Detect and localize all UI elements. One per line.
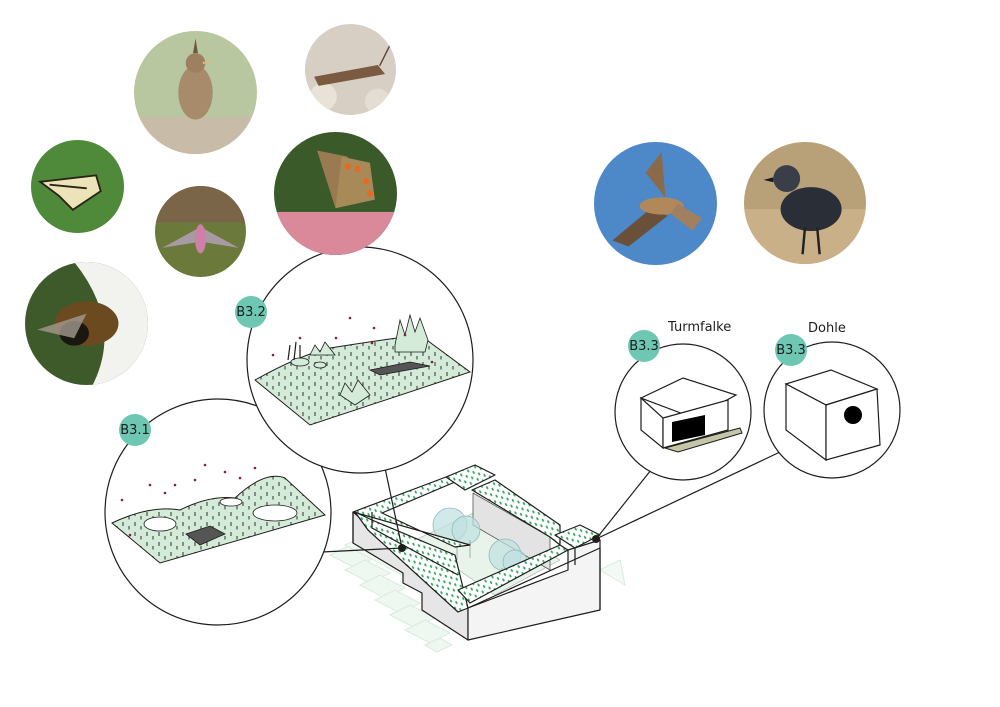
badge-b32: B3.2 xyxy=(235,296,267,328)
building-model xyxy=(352,464,601,641)
photo-crested-lark xyxy=(134,31,257,154)
photo-wild-bee xyxy=(25,262,148,385)
connector-b32 xyxy=(384,467,403,549)
anchor-point-roof xyxy=(398,544,406,552)
photo-jackdaw xyxy=(744,142,866,264)
anchor-point-wall xyxy=(592,535,600,543)
photo-kestrel xyxy=(594,142,717,265)
callout-b32-habitat xyxy=(246,246,474,474)
photo-brown-argus xyxy=(274,132,397,255)
badge-b33-kestrel: B3.3 xyxy=(628,330,660,362)
photo-grasshopper xyxy=(305,24,396,115)
connector-b33-jackdaw xyxy=(595,451,781,540)
badge-b31: B3.1 xyxy=(119,414,151,446)
callout-b33-jackdaw-nestbox xyxy=(763,341,901,479)
photo-swallowtail xyxy=(31,140,124,233)
label-turmfalke: Turmfalke xyxy=(668,320,732,335)
photo-hawk-moth xyxy=(155,186,246,277)
label-dohle: Dohle xyxy=(808,321,846,336)
callout-connectors xyxy=(321,451,781,553)
callout-b31-habitat xyxy=(104,398,332,626)
connector-b33-kestrel xyxy=(595,464,656,540)
connector-b31 xyxy=(321,547,403,553)
callout-b33-kestrel-nestbox xyxy=(614,343,752,481)
badge-b33-jackdaw: B3.3 xyxy=(775,334,807,366)
